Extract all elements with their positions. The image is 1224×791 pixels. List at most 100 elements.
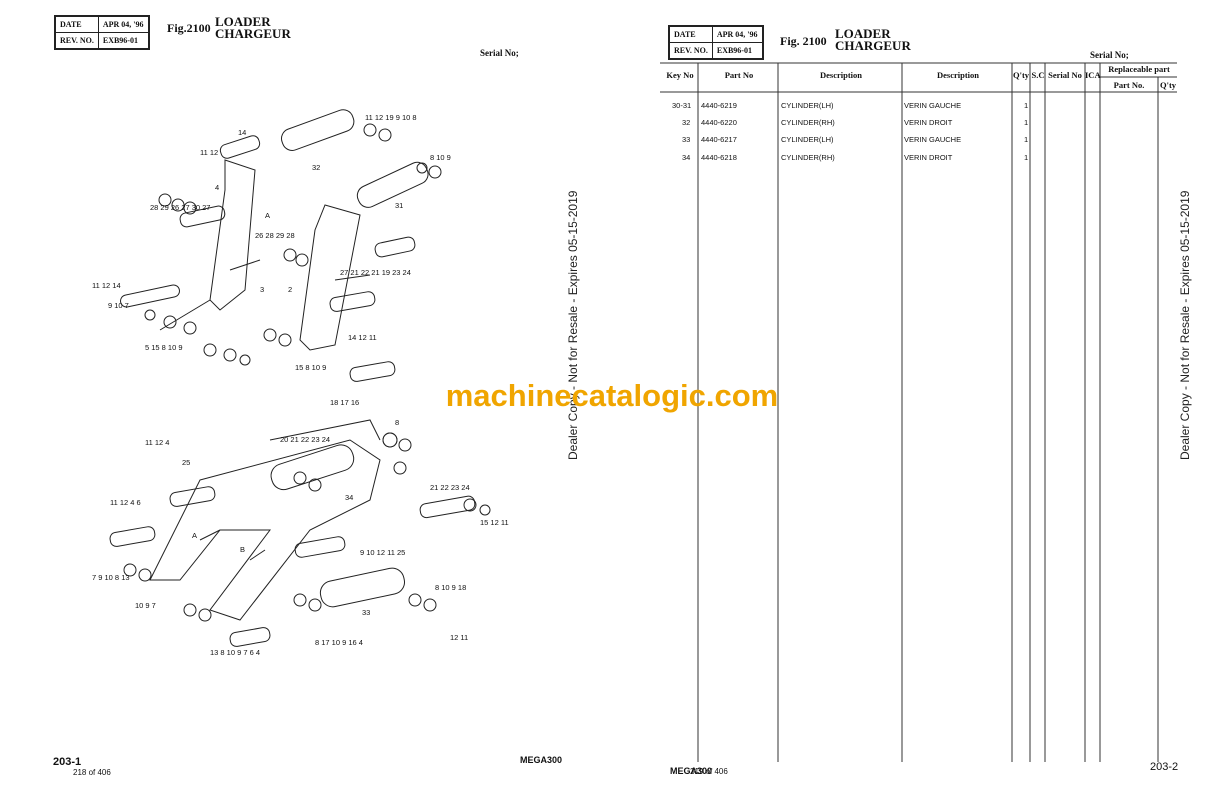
row-part: 4440-6217 [701,135,737,144]
callout-13-10-9-7-6-4: 13 8 10 9 7 6 4 [210,648,260,657]
callout-4a: 4 [215,183,219,192]
loader-exploded-diagram: 14 11 12 4 28 29 26 27 30 27 32 11 12 19… [92,109,509,657]
lower-frame [149,439,381,621]
left-fig-number: Fig.2100 [167,21,211,35]
left-date-value: APR 04, '96 [97,16,149,33]
left-boom-arm [209,159,256,311]
row-desc-fr: VERIN DROIT [904,118,953,127]
left-rev-label: REV. NO. [55,32,99,49]
callout-7-10-8-13: 7 9 10 8 13 [92,573,130,582]
left-title-fr: CHARGEUR [215,26,291,41]
col-rp-part-no: Part No. [1113,80,1145,90]
row-desc-fr: VERIN GAUCHE [904,135,962,144]
callout-14-12-11: 14 12 11 [348,333,377,342]
callout-15-12-11: 15 12 11 [480,518,509,527]
left-figure-title: Fig.2100 [167,22,211,34]
cylinder-31 [356,161,429,208]
row-key: 32 [682,118,691,127]
row-desc-fr: VERIN GAUCHE [904,101,962,110]
col-qty: Q'ty [1012,70,1030,80]
callout-11-12-19: 11 12 19 9 10 8 [365,113,417,122]
row-desc-en: CYLINDER(LH) [781,135,834,144]
callout-A-bottom: A [192,531,197,540]
vertical-watermark-right: Dealer Copy - Not for Resale - Expires 0… [1178,190,1192,460]
callout-31: 31 [395,201,403,210]
brand-watermark: machinecatalogic.com [445,378,779,413]
left-title-en: LOADER [215,14,271,29]
row-key: 30-31 [672,101,692,110]
right-rev-label: REV. NO. [669,42,713,59]
callout-28: 28 29 26 27 30 27 [150,203,210,212]
row-qty: 1 [1024,153,1029,162]
right-page-number: 203-2 [1150,761,1179,773]
col-description-en: Description [819,70,863,80]
callout-12-11-right: 12 11 [450,633,468,642]
col-part-no: Part No [724,70,754,80]
right-fig-number: Fig. 2100 [780,34,827,48]
col-ica: ICA [1085,70,1101,80]
callout-B: B [240,545,245,554]
right-date-value: APR 04, '96 [711,26,763,43]
callout-17-16-4: 8 17 10 9 16 4 [315,638,363,647]
callout-11-12-4: 11 12 4 [145,438,169,447]
left-date-label: DATE [55,16,99,33]
callout-20-21: 20 21 22 23 24 [280,435,330,444]
left-serial-label: Serial No; [480,48,519,58]
col-replaceable-part: Replaceable part [1108,64,1170,74]
callout-11-12a: 11 12 [200,148,218,157]
callout-32: 32 [312,163,320,172]
left-page-number: 203-1 [53,756,82,768]
col-key-no: Key No [666,70,694,80]
right-rev-value: EXB96-01 [711,42,763,59]
row-qty: 1 [1024,118,1029,127]
cylinder-32 [281,109,355,151]
left-model: MEGA300 [520,755,563,765]
col-rp-qty: Q'ty [1159,80,1177,90]
row-desc-fr: VERIN DROIT [904,153,953,162]
callout-8-10-9: 8 10 9 [430,153,451,162]
callout-10-9-7: 10 9 7 [135,601,156,610]
left-header-box: DATE APR 04, '96 REV. NO. EXB96-01 [54,15,150,50]
right-page-counter: 219 of 406 [690,767,728,776]
vertical-watermark-center: Dealer Copy - Not for Resale - Expires 0… [566,190,580,460]
callout-33: 33 [362,608,370,617]
row-desc-en: CYLINDER(RH) [781,153,835,162]
right-title-block: LOADER CHARGEUR [835,26,911,53]
callout-34: 34 [345,493,353,502]
callout-25: 25 [182,458,190,467]
right-date-label: DATE [669,26,713,43]
right-boom-arm [299,204,361,351]
callout-18-17-16: 18 17 16 [330,398,359,407]
callout-21-22-23: 21 22 23 24 [430,483,470,492]
left-title-block: LOADER CHARGEUR [215,14,291,41]
left-rev-value: EXB96-01 [97,32,149,49]
parts-table-grid [660,62,1177,762]
row-key: 33 [682,135,691,144]
callout-26-28: 26 28 29 28 [255,231,295,240]
callout-A-top: A [265,211,270,220]
right-serial-label: Serial No; [1090,50,1129,60]
right-title-en: LOADER [835,26,891,41]
right-figure-title: Fig. 2100 [780,35,827,47]
row-desc-en: CYLINDER(RH) [781,118,835,127]
callout-3: 3 [260,285,264,294]
callout-9-10-25: 9 10 12 11 25 [360,548,405,557]
right-title-fr: CHARGEUR [835,38,911,53]
callout-2: 2 [288,285,292,294]
callout-14a: 14 [238,128,246,137]
row-qty: 1 [1024,135,1029,144]
row-part: 4440-6218 [701,153,737,162]
row-qty: 1 [1024,101,1029,110]
right-header-box: DATE APR 04, '96 REV. NO. EXB96-01 [668,25,764,60]
col-description-fr: Description [936,70,980,80]
row-desc-en: CYLINDER(LH) [781,101,834,110]
right-model: MEGA300 [670,766,713,776]
left-page-counter: 218 of 406 [73,768,111,777]
row-part: 4440-6220 [701,118,737,127]
callout-27-21: 27 21 22 21 19 23 24 [340,268,411,277]
callout-7-9-10: 9 10 7 [108,301,129,310]
row-key: 34 [682,153,691,162]
cylinder-34 [270,444,355,491]
callout-8-right: 8 [395,418,399,427]
col-sc: S.C [1031,70,1045,80]
